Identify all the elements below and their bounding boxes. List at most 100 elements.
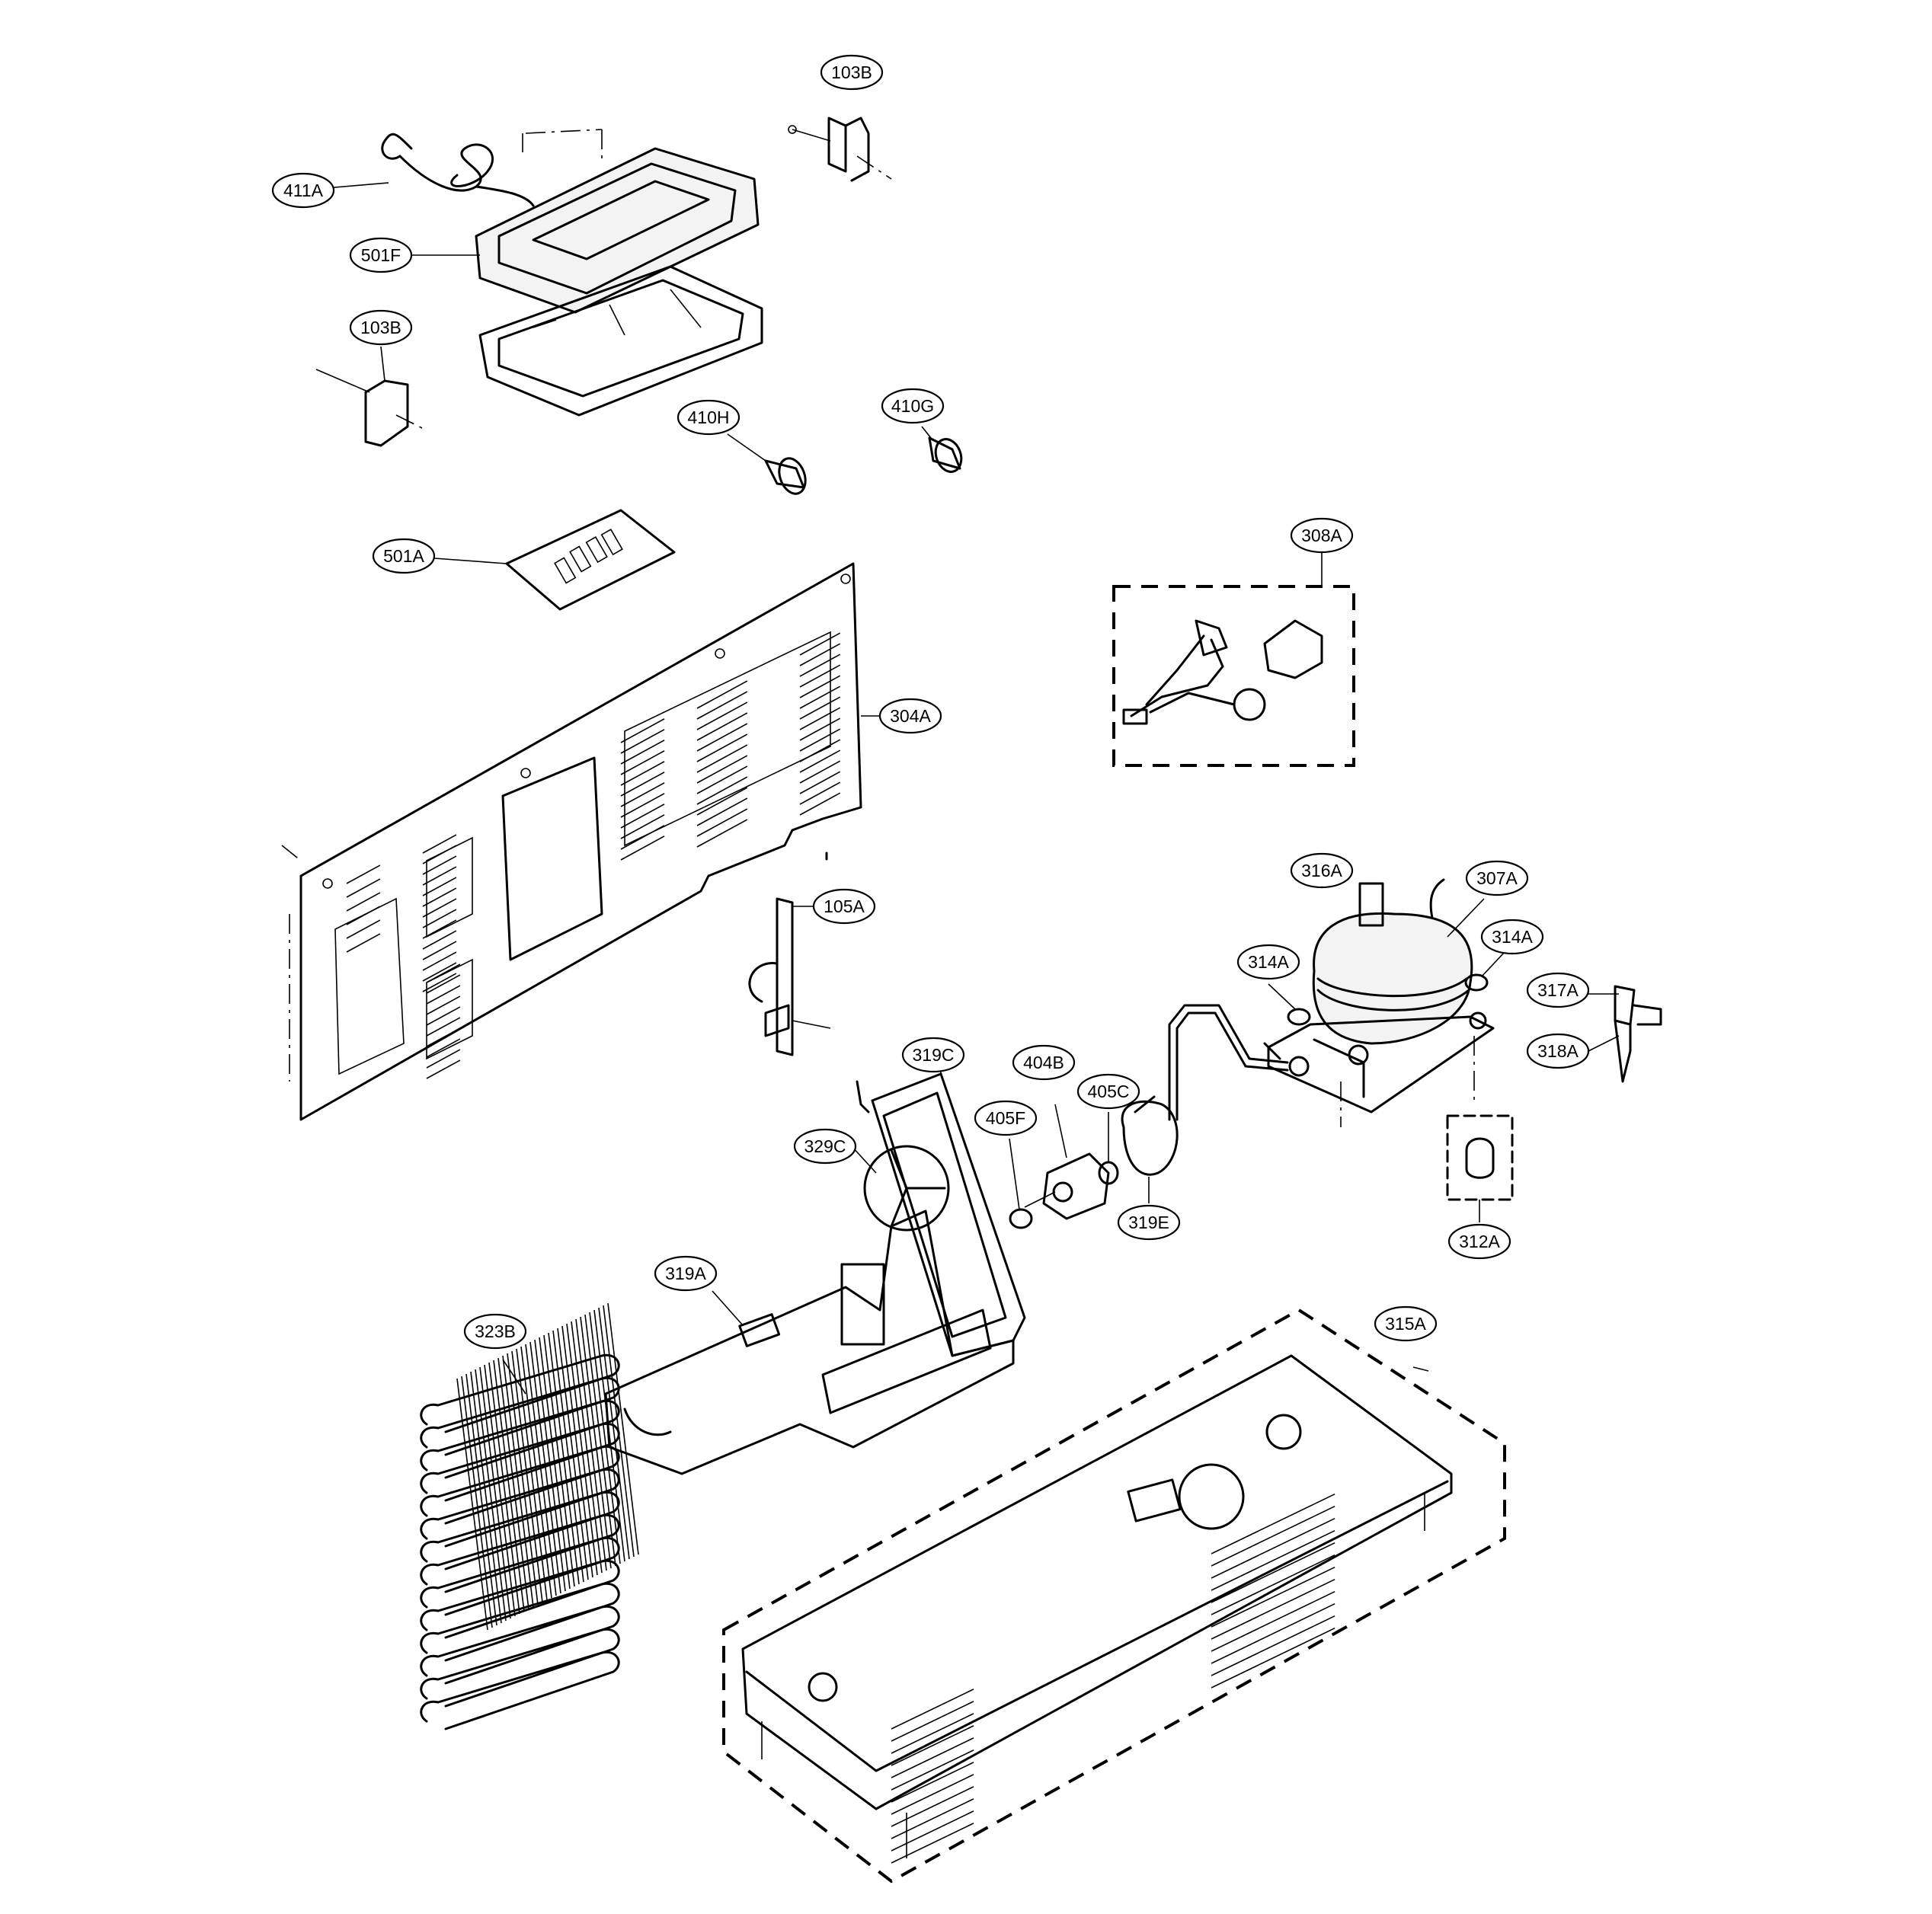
vent-slot (422, 919, 457, 939)
vent-slot (799, 771, 841, 794)
vent-slot (620, 836, 665, 861)
vent-slot (696, 744, 748, 773)
callout-405C[interactable]: 405C (1076, 1073, 1140, 1110)
callout-329C[interactable]: 329C (793, 1128, 857, 1165)
vent-slot (799, 675, 841, 698)
coil-fin (516, 1348, 548, 1601)
duct-319A (604, 1209, 1015, 1475)
vent-slot (422, 887, 457, 907)
vent-slot (422, 941, 457, 960)
bracket-103B-top (788, 117, 892, 861)
callout-label: 319A (665, 1264, 706, 1283)
vent-slot (346, 933, 381, 953)
vent-slot (422, 962, 457, 982)
coil-fin (461, 1376, 493, 1628)
callout-315A[interactable]: 315A (1374, 1305, 1438, 1342)
valve-317A-318A (1588, 985, 1662, 1083)
callout-label: 405C (1088, 1082, 1130, 1101)
vent-slot (1211, 1542, 1335, 1603)
vent-slot (620, 793, 665, 818)
callout-307A[interactable]: 307A (1465, 860, 1529, 896)
coil-fin (575, 1318, 607, 1571)
bumper-kit-312A (1446, 1114, 1514, 1222)
callout-405F[interactable]: 405F (974, 1100, 1038, 1136)
vent-slot (891, 1774, 974, 1815)
callout-103B-left[interactable]: 103B (349, 309, 413, 346)
coil-fin (465, 1373, 497, 1626)
grommet-314A-right (1464, 951, 1505, 992)
overload-316A (1358, 882, 1384, 927)
vent-slot (799, 653, 841, 677)
vent-slot (422, 845, 457, 864)
callout-308A[interactable]: 308A (1290, 517, 1354, 554)
vent-slot (799, 792, 841, 816)
callout-323B[interactable]: 323B (463, 1313, 527, 1350)
coil-fin (566, 1323, 598, 1576)
callout-410H[interactable]: 410H (677, 399, 740, 436)
vent-slot (620, 740, 665, 765)
vent-slot (799, 643, 841, 666)
vent-slot (799, 781, 841, 805)
callout-501F[interactable]: 501F (349, 237, 413, 273)
callout-319C[interactable]: 319C (901, 1037, 965, 1073)
callout-label: 308A (1301, 526, 1342, 545)
callout-105A[interactable]: 105A (812, 888, 876, 925)
callout-317A[interactable]: 317A (1526, 972, 1590, 1008)
callout-label: 405F (986, 1108, 1025, 1128)
callout-411A[interactable]: 411A (271, 172, 335, 209)
vent-slot (426, 1027, 461, 1047)
base-plate-315A (722, 1308, 1506, 1884)
vent-slot (799, 717, 841, 741)
vent-slot (620, 825, 665, 850)
vent-slot (620, 761, 665, 786)
vent-slot (891, 1689, 974, 1730)
relay-kit-308A (1112, 552, 1355, 767)
callout-label: 501F (361, 245, 401, 265)
coil-fin (598, 1307, 630, 1560)
callout-316A[interactable]: 316A (1290, 852, 1354, 889)
callout-label: 501A (383, 546, 424, 566)
vent-slot (1211, 1529, 1335, 1591)
coil-fin (593, 1309, 625, 1562)
coil-tube (420, 1513, 620, 1593)
coil-fin (539, 1337, 571, 1590)
callout-label: 307A (1476, 868, 1518, 888)
coil-fin (479, 1366, 511, 1619)
coil-fin (475, 1369, 507, 1622)
coil-fin (548, 1332, 580, 1585)
callout-318A[interactable]: 318A (1526, 1033, 1590, 1069)
callout-103B-top[interactable]: 103B (820, 54, 884, 91)
callout-label: 404B (1023, 1053, 1064, 1072)
callout-319A[interactable]: 319A (654, 1255, 718, 1292)
vent-slot (1211, 1505, 1335, 1567)
vent-slot (696, 819, 748, 848)
power-cord-411A (298, 133, 535, 207)
coil-tube (420, 1422, 620, 1502)
callout-304A[interactable]: 304A (878, 698, 942, 734)
coil-tube (420, 1399, 620, 1479)
vent-slot (426, 1049, 461, 1069)
callout-label: 317A (1537, 980, 1579, 1000)
vent-slot (426, 1006, 461, 1026)
coil-fin (488, 1362, 520, 1615)
callout-404B[interactable]: 404B (1012, 1044, 1076, 1081)
callout-label: 314A (1492, 927, 1533, 947)
fan-cover-319E (1121, 1095, 1179, 1203)
callout-319E[interactable]: 319E (1117, 1204, 1181, 1241)
vent-slot (1211, 1615, 1335, 1676)
callout-312A[interactable]: 312A (1447, 1223, 1511, 1260)
vent-slot (426, 1038, 461, 1058)
vent-slot (799, 664, 841, 688)
coil-fin (507, 1353, 539, 1606)
vent-slot (799, 728, 841, 752)
callout-410G[interactable]: 410G (881, 388, 945, 424)
vent-slot (620, 804, 665, 829)
callout-314A-left[interactable]: 314A (1236, 944, 1300, 980)
callout-501A[interactable]: 501A (372, 538, 436, 574)
callout-314A-right[interactable]: 314A (1480, 919, 1544, 955)
coil-fin (580, 1316, 612, 1569)
vent-slot (422, 930, 457, 950)
vent-slot (620, 814, 665, 839)
vent-slot (346, 919, 381, 939)
